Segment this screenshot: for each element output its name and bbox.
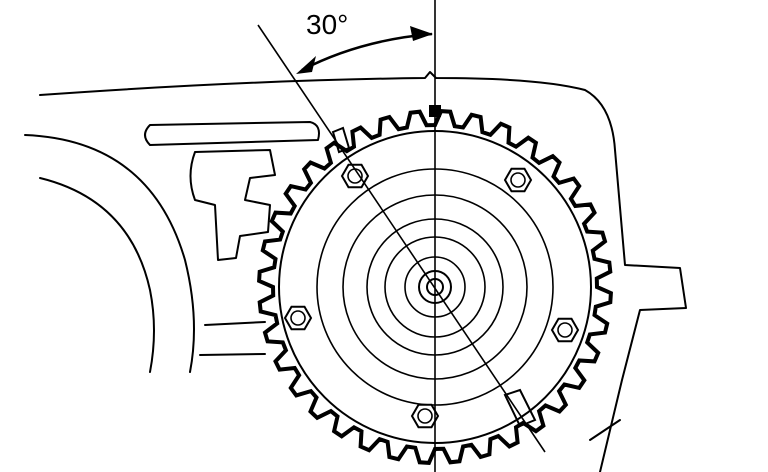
timing-mark-sprocket — [331, 126, 351, 154]
sprocket-bolt — [410, 403, 440, 429]
sprocket-bolt — [550, 317, 580, 343]
housing-top-edge — [39, 71, 687, 472]
arrow-head-left-icon — [296, 56, 316, 74]
sprocket-bolt — [340, 163, 370, 189]
housing-inner-left-curve — [39, 177, 155, 373]
sprocket-bolt-center — [557, 322, 573, 338]
sprocket-bolt-center — [510, 172, 526, 188]
arrow-head-right-icon — [410, 26, 433, 41]
angle-label: 30° — [306, 9, 348, 40]
sprocket-bolt — [283, 305, 313, 331]
sprocket-bolt — [503, 167, 533, 193]
housing-slot — [144, 121, 320, 146]
housing-line — [204, 321, 266, 326]
angled-reference-line — [257, 24, 546, 453]
housing-tee-shape — [189, 149, 276, 261]
housing-left-curve — [24, 134, 195, 373]
dowel-pin-slot — [503, 388, 537, 428]
housing-line — [589, 419, 621, 441]
sprocket-bolt-center — [290, 310, 306, 326]
sprocket-bolt-center — [417, 408, 433, 424]
housing-line — [199, 353, 266, 356]
